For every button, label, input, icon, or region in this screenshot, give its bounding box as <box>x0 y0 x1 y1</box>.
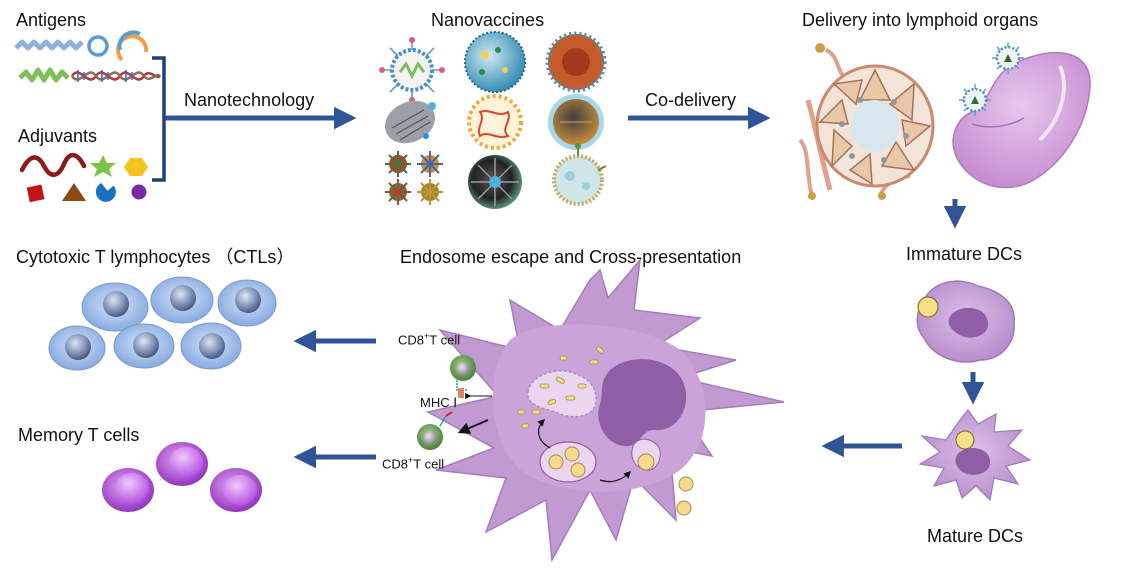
phagosome-icon <box>539 441 597 483</box>
ctl-cell-icon <box>48 325 106 371</box>
micelle-icon <box>464 31 526 93</box>
triangle-icon <box>62 183 86 201</box>
adjuvants-label: Adjuvants <box>18 126 98 146</box>
memory-t-cell-icon <box>210 468 262 512</box>
wave-icon <box>19 153 87 177</box>
hexagon-icon <box>124 158 148 176</box>
lipid-nanoparticle-icon <box>552 143 607 206</box>
dna-icon <box>70 70 161 82</box>
cd8-t-cell-label-bottom: CD8+T cell <box>382 455 445 472</box>
particle-icon <box>637 453 655 471</box>
cd8-t-cell-label-top: CD8+T cell <box>398 331 461 348</box>
particle-icon <box>676 500 692 516</box>
immature-dcs-label: Immature DCs <box>906 244 1023 264</box>
cd8-text: CD8 <box>398 332 425 348</box>
nanovaccines-grid <box>379 31 607 209</box>
nanovaccine-particle-icon <box>992 42 1024 74</box>
star-icon <box>90 155 116 177</box>
ctl-cell-icon <box>81 282 149 332</box>
memory-cells <box>102 442 262 512</box>
nanotechnology-label: Nanotechnology <box>184 90 315 110</box>
ctls-label: Cytotoxic T lymphocytes （CTLs） <box>16 247 295 267</box>
nanodisc-icon <box>384 100 436 144</box>
ctl-cell-icon <box>150 276 214 324</box>
polymer-sphere-icon <box>545 31 607 93</box>
memory-t-cell-icon <box>102 468 154 512</box>
particle-icon <box>678 476 694 492</box>
spleen-icon <box>952 42 1091 189</box>
nucleus-shape <box>598 359 687 447</box>
ring-icon <box>87 35 109 57</box>
ctl-cells <box>48 276 277 371</box>
endosome-label: Endosome escape and Cross-presentation <box>400 247 742 267</box>
dendritic-cell-illustration <box>425 257 785 563</box>
cd8-text: CD8 <box>382 456 409 472</box>
mature-dcs-label: Mature DCs <box>927 526 1024 546</box>
ring-icon <box>117 30 141 51</box>
delivery-label: Delivery into lymphoid organs <box>802 10 1039 30</box>
ctl-cell-icon <box>113 323 175 369</box>
antigens-group <box>14 30 161 83</box>
t-cell-text: T cell <box>429 332 461 348</box>
dot-icon <box>131 184 147 200</box>
co-delivery-label: Co-delivery <box>645 90 737 110</box>
square-icon <box>26 184 45 203</box>
cd8-superscript: + <box>424 331 430 341</box>
gold-nanoparticle-icon <box>548 94 604 150</box>
nanovaccine-particle-icon <box>959 84 991 116</box>
endosome-icon <box>517 346 604 429</box>
t-cell-text: T cell <box>413 456 445 472</box>
mhc-label: MHC Ⅰ <box>420 395 458 410</box>
virus-like-particle-icon <box>467 94 523 150</box>
memory-label: Memory T cells <box>18 425 140 445</box>
nanovaccines-label: Nanovaccines <box>431 10 545 30</box>
ring-icon <box>116 34 149 62</box>
mesoporous-silica-icon <box>468 155 522 209</box>
memory-t-cell-icon <box>156 442 208 486</box>
mature-dc-icon <box>918 409 1032 502</box>
ctl-cell-icon <box>217 279 277 327</box>
immature-dc-icon <box>916 280 1015 363</box>
flow-arrows <box>166 106 985 469</box>
cd8-t-cell-top-icon <box>450 355 476 398</box>
cd8-t-cell-bottom-icon <box>417 411 453 450</box>
cd8-superscript: + <box>408 455 414 465</box>
dendrimer-cluster-icon <box>385 151 443 205</box>
pacman-icon <box>95 183 116 202</box>
wave-icon <box>18 67 70 83</box>
antigens-label: Antigens <box>16 10 87 30</box>
antigen-helix-icon <box>14 39 84 51</box>
lymph-node-icon <box>798 43 935 200</box>
activation-arrow-icon <box>457 419 489 434</box>
adjuvants-group <box>19 153 148 203</box>
ctl-cell-icon <box>180 322 242 370</box>
liposome-icon <box>379 37 445 103</box>
